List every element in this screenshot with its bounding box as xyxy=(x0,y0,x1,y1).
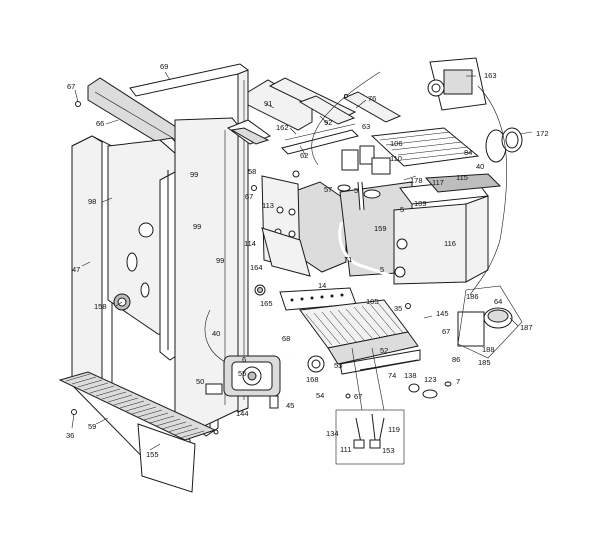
part-label: 164 xyxy=(250,263,263,272)
part-label: 92 xyxy=(324,118,332,127)
hydraulic-components xyxy=(408,285,523,399)
part-label: 91 xyxy=(264,99,272,108)
part-label: 168 xyxy=(306,375,319,384)
part-label: 98 xyxy=(88,197,96,206)
part-label: 115 xyxy=(456,173,468,182)
part-label: 153 xyxy=(382,446,395,455)
small-fittings xyxy=(71,94,411,435)
part-label: 67 xyxy=(442,327,450,336)
part-label: 114 xyxy=(244,239,256,248)
part-label: 86 xyxy=(452,355,460,364)
part-label: 54 xyxy=(316,391,324,400)
part-label: 53 xyxy=(334,361,342,370)
part-label: 138 xyxy=(404,371,417,380)
part-label: 99 xyxy=(190,170,198,179)
part-label: 145 xyxy=(436,309,449,318)
part-label: 159 xyxy=(374,224,387,233)
burner-assembly xyxy=(279,287,421,375)
part-label: 117 xyxy=(432,178,444,187)
part-label: 40 xyxy=(212,329,220,338)
part-label: 50 xyxy=(196,377,204,386)
part-label: 123 xyxy=(424,375,437,384)
part-label: 6 xyxy=(242,355,246,364)
part-label: 5 xyxy=(400,205,404,214)
combustion-chamber xyxy=(261,127,502,285)
part-label: 119 xyxy=(388,425,400,434)
part-labels: 67 69 66 91 76 92 163 172 62 162 63 106 … xyxy=(66,62,549,459)
part-label: 84 xyxy=(464,148,472,157)
part-label: 69 xyxy=(160,62,168,71)
part-label: 134 xyxy=(326,429,339,438)
part-label: 106 xyxy=(390,139,403,148)
part-label: 178 xyxy=(410,176,423,185)
part-label: 14 xyxy=(318,281,326,290)
top-brackets xyxy=(226,77,402,155)
part-label: 45 xyxy=(286,401,294,410)
part-label: 7 xyxy=(456,377,460,386)
part-label: 52 xyxy=(380,346,388,355)
part-label: 186 xyxy=(466,292,479,301)
part-label: 63 xyxy=(362,122,370,131)
part-label: 59 xyxy=(88,422,96,431)
part-label: 185 xyxy=(478,358,491,367)
part-label: 68 xyxy=(282,334,290,343)
part-label: 172 xyxy=(536,129,549,138)
part-label: 105 xyxy=(366,297,379,306)
part-label: 67 xyxy=(67,82,75,91)
part-label: 55 xyxy=(238,369,246,378)
part-label: 187 xyxy=(520,323,533,332)
part-label: 116 xyxy=(444,239,456,248)
part-label: 66 xyxy=(96,119,104,128)
part-label: 74 xyxy=(388,371,396,380)
part-label: 76 xyxy=(368,94,376,103)
gas-valve xyxy=(204,309,325,431)
part-label: 155 xyxy=(146,450,159,459)
part-label: 110 xyxy=(390,154,402,163)
part-label: 35 xyxy=(394,304,402,313)
part-label: 113 xyxy=(262,201,274,210)
part-label: 99 xyxy=(193,222,201,231)
part-label: 36 xyxy=(66,431,74,440)
part-label: 165 xyxy=(260,299,273,308)
part-label: 57 xyxy=(324,185,332,194)
part-label: 5 xyxy=(380,265,384,274)
part-label: 162 xyxy=(276,123,289,132)
part-label: 109 xyxy=(414,199,427,208)
part-label: 71 xyxy=(344,255,352,264)
part-label: 111 xyxy=(340,445,351,454)
part-label: 163 xyxy=(484,71,497,80)
electrode-kit xyxy=(335,347,405,465)
leader-lines xyxy=(71,71,533,451)
part-label: 64 xyxy=(494,297,502,306)
part-label: 40 xyxy=(476,162,484,171)
part-label: 99 xyxy=(216,256,224,265)
part-label: 47 xyxy=(72,265,80,274)
part-label: 188 xyxy=(482,345,495,354)
part-label: 144 xyxy=(236,409,249,418)
part-label: 58 xyxy=(248,167,256,176)
part-label: 158 xyxy=(94,302,107,311)
part-label: 62 xyxy=(300,151,308,160)
part-label: 67 xyxy=(245,192,253,201)
part-label: 67 xyxy=(354,392,362,401)
fan-assembly xyxy=(311,57,523,296)
part-label: 5 xyxy=(354,186,358,195)
